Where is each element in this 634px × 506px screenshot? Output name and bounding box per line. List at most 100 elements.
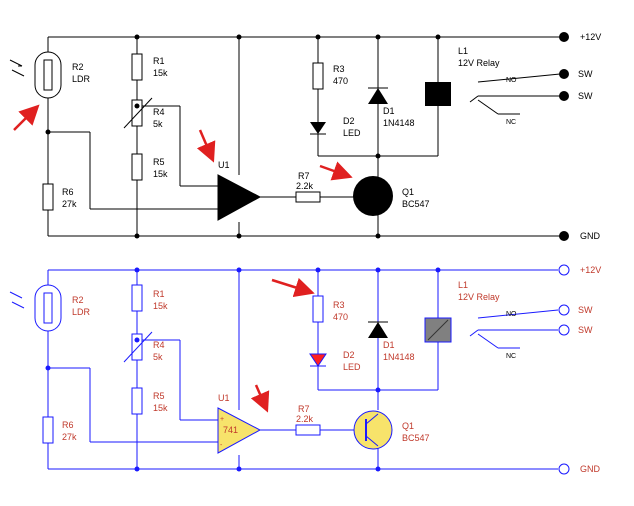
top-relay-l1 [425,82,451,106]
top-r7-value: 2.2k [296,181,314,191]
bottom-r4-ref: R4 [153,340,165,350]
top-d1-ref: D1 [383,106,395,116]
top-contact-nc: NC [506,119,516,126]
bottom-r1-value: 15k [153,301,168,311]
top-r1-ref: R1 [153,56,165,66]
top-r1 [131,53,143,81]
top-r5-value: 15k [153,169,168,179]
bottom-arrow-r3 [271,277,315,298]
top-highlight-arrows [13,104,353,181]
bottom-diode-d1 [368,322,388,338]
bottom-terminal-sw1 [558,304,570,316]
bottom-ldr-name: LDR [72,307,91,317]
bottom-l1-name: 12V Relay [458,292,500,302]
bottom-relay-l1 [424,317,452,343]
bottom-d1-name: 1N4148 [383,352,415,362]
bottom-q1-name: BC547 [402,433,430,443]
bottom-d1-ref: D1 [383,340,395,350]
top-labels: +12V GND R2 LDR R1 15k R4 5k R5 15k R6 2… [62,32,601,241]
top-l1-name: 12V Relay [458,58,500,68]
top-r3 [312,62,324,90]
bottom-transistor-q1 [353,410,393,450]
top-terminal-sw2 [559,91,569,101]
bottom-r5 [131,387,143,415]
bottom-terminal-positive [558,264,570,276]
bottom-r7-value: 2.2k [296,414,314,424]
top-ldr [9,51,62,99]
top-r6 [42,183,54,211]
top-l1-ref: L1 [458,46,468,56]
top-r5 [131,153,143,181]
top-label-ground: GND [580,231,601,241]
top-r6-value: 27k [62,199,77,209]
bottom-label-ground: GND [580,464,601,474]
bottom-r6-ref: R6 [62,420,74,430]
top-d2-ref: D2 [343,116,355,126]
bottom-r6-value: 27k [62,432,77,442]
bottom-r1-ref: R1 [153,289,165,299]
top-arrow-transistor [319,161,353,181]
bottom-r4 [131,333,143,361]
top-r4 [131,99,143,127]
bottom-label-positive: +12V [580,265,601,275]
bottom-r3 [312,295,324,323]
bottom-u1-pin-plus: + [220,416,224,423]
top-led-d2 [310,122,326,134]
bottom-d2-name: LED [343,362,361,372]
bottom-label-sw2: SW [578,325,593,335]
top-d2-name: LED [343,128,361,138]
bottom-led-d2 [309,353,327,367]
top-ldr-name: LDR [72,74,91,84]
bottom-r7 [295,424,321,436]
top-q1-ref: Q1 [402,187,414,197]
bottom-contact-nc: NC [506,353,516,360]
bottom-q1-ref: Q1 [402,421,414,431]
top-r5-ref: R5 [153,157,165,167]
bottom-highlight-arrows [250,277,315,413]
bottom-u1-ref: U1 [218,393,230,403]
bottom-r4-value: 5k [153,352,163,362]
top-arrow-ldr [13,104,40,131]
bottom-d2-ref: D2 [343,350,355,360]
bottom-labels: +12V GND R2 LDR R1 15k R4 5k R5 15k R6 2… [62,265,601,474]
top-terminal-positive [559,32,569,42]
bottom-contact-no: NO [506,311,517,318]
top-contact-no: NO [506,77,517,84]
top-r7-ref: R7 [298,171,310,181]
top-r4-wiper [123,97,153,129]
bottom-terminal-ground [558,463,570,475]
bottom-opamp-u1 [217,407,262,454]
top-label-sw1: SW [578,69,593,79]
top-q1-name: BC547 [402,199,430,209]
bottom-r4-wiper [123,331,153,363]
bottom-arrow-opamp [250,384,270,413]
top-r3-value: 470 [333,76,348,86]
top-ldr-ref: R2 [72,62,84,72]
bottom-r3-ref: R3 [333,300,345,310]
top-r1-value: 15k [153,68,168,78]
top-diode-d1 [368,88,388,104]
top-opamp-u1 [217,174,262,221]
top-transistor-q1 [353,176,393,216]
top-schematic [47,36,561,237]
bottom-ldr-ref: R2 [72,295,84,305]
top-u1-ref: U1 [218,160,230,170]
bottom-r3-value: 470 [333,312,348,322]
bottom-r1 [131,284,143,312]
bottom-terminal-sw2 [558,324,570,336]
top-terminal-sw1 [559,69,569,79]
bottom-u1-pin-minus: - [220,442,223,449]
bottom-label-sw1: SW [578,305,593,315]
top-r4-value: 5k [153,119,163,129]
top-label-positive: +12V [580,32,601,42]
top-d1-name: 1N4148 [383,118,415,128]
bottom-r5-value: 15k [153,403,168,413]
top-r7 [295,191,321,203]
top-r4-ref: R4 [153,107,165,117]
top-arrow-opamp [196,129,216,163]
top-r6-ref: R6 [62,187,74,197]
top-terminal-ground [559,231,569,241]
bottom-r6 [42,416,54,444]
bottom-l1-ref: L1 [458,280,468,290]
